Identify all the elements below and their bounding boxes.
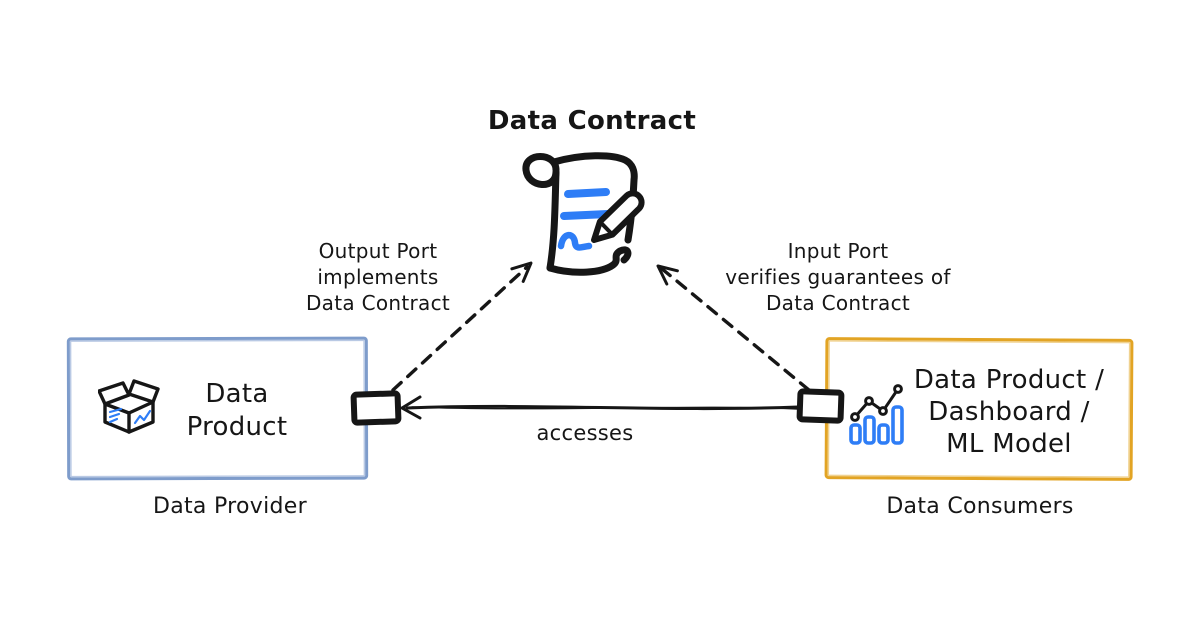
contract-text-line-2 <box>560 210 612 220</box>
trend-dot <box>878 406 888 416</box>
bar-chart-icon <box>849 384 904 445</box>
output-port-annotation: Output Port implements Data Contract <box>278 238 478 316</box>
trend-dot <box>893 384 903 394</box>
annotation-line: Output Port <box>318 239 438 263</box>
accesses-arrow <box>405 404 800 411</box>
contract-text-line-1 <box>564 188 610 198</box>
annotation-line: Data Contract <box>765 291 911 315</box>
annotation-line: verifies guarantees of <box>725 265 951 289</box>
box-right-flap <box>127 379 160 404</box>
bar-3 <box>877 423 890 445</box>
accesses-arrowhead <box>400 395 422 420</box>
data-product-label: Data Product <box>137 378 337 444</box>
box-label-line: Data <box>205 379 269 409</box>
annotation-line: Data Contract <box>305 291 451 315</box>
scroll-top-edge <box>550 152 638 184</box>
accesses-edge-label: accesses <box>536 421 634 445</box>
open-box-icon <box>98 379 160 434</box>
data-consumers-caption: Data Consumers <box>886 494 1074 519</box>
box-blue-zigzag <box>133 409 152 425</box>
scroll-with-pen-icon <box>522 152 645 276</box>
box-left-flap <box>98 381 131 406</box>
box-label-line: Dashboard / <box>928 397 1090 427</box>
bar-1 <box>849 423 862 445</box>
accesses-arrow-echo <box>411 406 799 410</box>
trend-line <box>853 387 900 419</box>
box-blue-dash-1 <box>108 407 123 414</box>
annotation-line: Input Port <box>787 239 889 263</box>
data-consumer-label: Data Product / Dashboard / ML Model <box>898 364 1120 460</box>
box-blue-dash-3 <box>108 417 119 424</box>
scroll-curl <box>522 153 560 188</box>
bar-2 <box>863 415 876 445</box>
contract-signature <box>557 231 593 251</box>
box-label-line: Product <box>186 412 288 442</box>
trend-dot <box>864 396 874 406</box>
scroll-left-edge <box>546 168 560 272</box>
data-provider-caption: Data Provider <box>152 494 307 519</box>
input-port-annotation: Input Port verifies guarantees of Data C… <box>708 238 968 316</box>
diagram-title: Data Contract <box>487 106 697 136</box>
pen-icon <box>591 190 645 243</box>
box-label-line: ML Model <box>946 429 1072 459</box>
annotation-line: implements <box>317 265 439 289</box>
bar-4 <box>891 405 904 445</box>
trend-dot <box>850 412 860 422</box>
box-label-line: Data Product / <box>913 365 1105 395</box>
scroll-bottom-edge <box>546 246 632 276</box>
box-blue-dash-2 <box>108 412 121 419</box>
